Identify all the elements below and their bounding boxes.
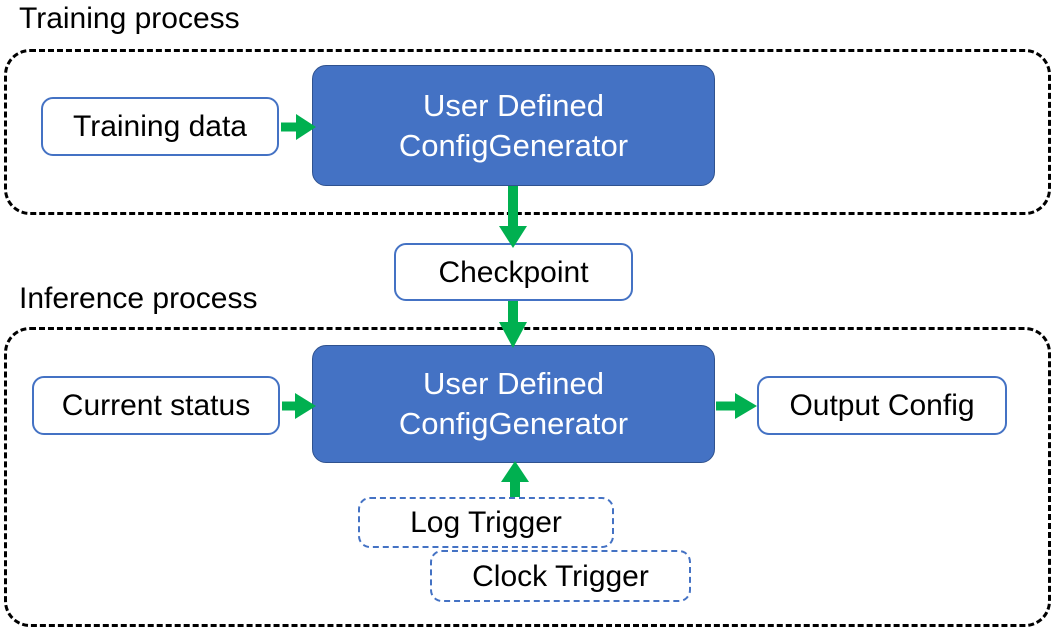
training-process-container <box>4 49 1051 215</box>
training-process-title: Training process <box>19 2 240 35</box>
node-log-trigger[interactable]: Log Trigger <box>358 497 614 548</box>
node-checkpoint[interactable]: Checkpoint <box>394 243 633 301</box>
node-training-data[interactable]: Training data <box>41 97 279 156</box>
node-label-line2: ConfigGenerator <box>398 406 629 441</box>
node-output-config[interactable]: Output Config <box>757 376 1007 435</box>
inference-process-title: Inference process <box>19 282 258 315</box>
node-user-defined-configgenerator-training[interactable]: User Defined ConfigGenerator <box>312 65 715 186</box>
node-clock-trigger[interactable]: Clock Trigger <box>430 550 691 602</box>
node-label-line2: ConfigGenerator <box>398 127 629 163</box>
node-label-line1: User Defined <box>423 366 604 402</box>
node-user-defined-configgenerator-inference[interactable]: User Defined ConfigGenerator <box>312 345 715 463</box>
node-current-status[interactable]: Current status <box>32 376 280 435</box>
node-label-line1: User Defined <box>423 87 604 123</box>
inference-process-container <box>4 327 1051 627</box>
